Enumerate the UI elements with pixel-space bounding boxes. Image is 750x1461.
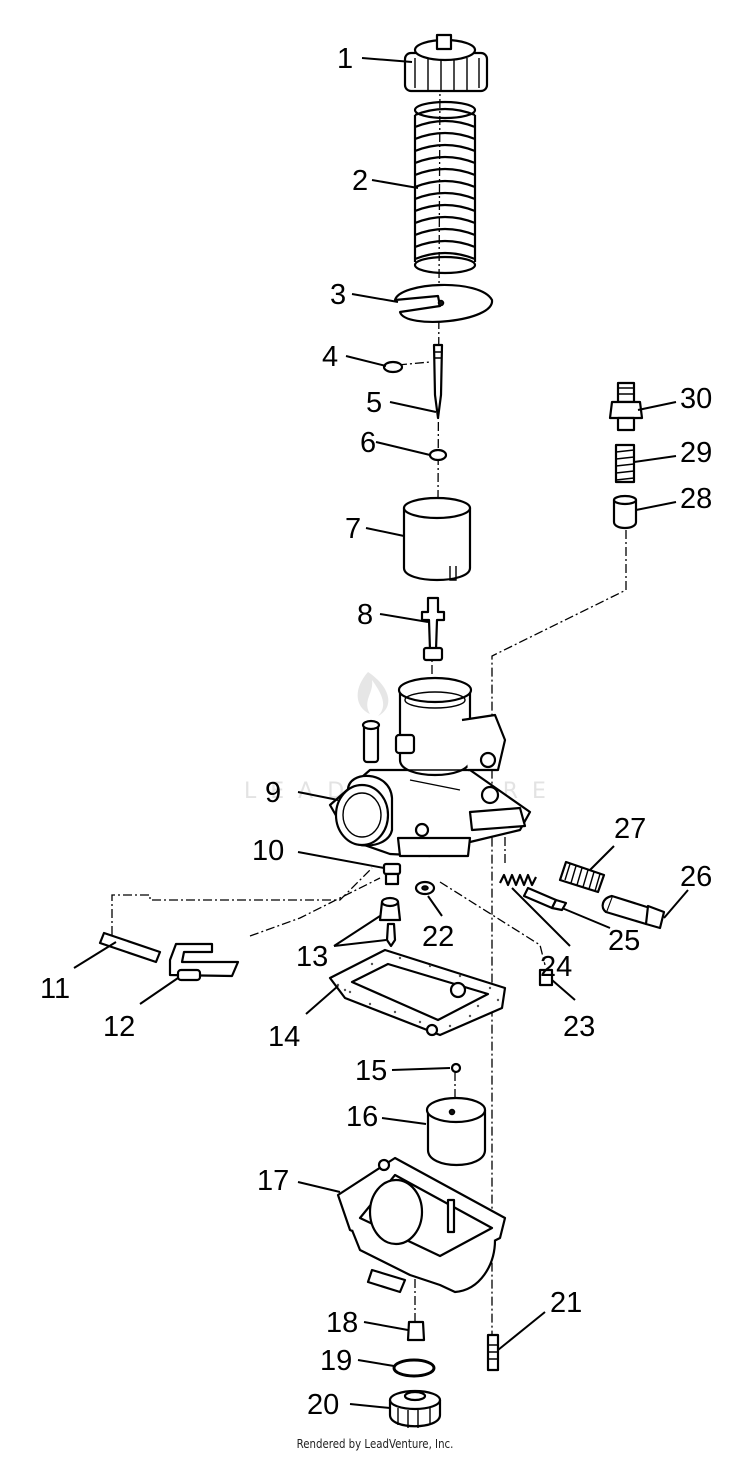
part-21-screw	[486, 1333, 500, 1372]
callout-4: 4	[322, 341, 338, 373]
part-16-float	[425, 1096, 487, 1167]
callout-27: 27	[614, 813, 646, 845]
part-1-cap	[403, 33, 489, 93]
callout-17: 17	[257, 1165, 289, 1197]
part-29-spring	[614, 443, 636, 484]
part-27-spring	[558, 860, 606, 894]
callout-22: 22	[422, 921, 454, 953]
leader-lines	[73, 57, 689, 1409]
callout-16: 16	[346, 1101, 378, 1133]
callout-23: 23	[563, 1011, 595, 1043]
part-26-idle-screw	[601, 894, 666, 930]
part-11-float	[98, 931, 162, 964]
callout-7: 7	[345, 513, 361, 545]
part-20-drain-plug	[388, 1389, 442, 1428]
part-15-ball	[450, 1062, 462, 1074]
part-17-float-bowl	[336, 1156, 507, 1294]
callout-30: 30	[680, 383, 712, 415]
part-5-needle	[432, 343, 444, 420]
callout-18: 18	[326, 1307, 358, 1339]
rendered-by-footer: Rendered by LeadVenture, Inc.	[296, 1437, 454, 1451]
part-30-cable-adjuster	[608, 381, 644, 432]
callout-15: 15	[355, 1055, 387, 1087]
part-12-float-pin	[168, 942, 240, 982]
callout-29: 29	[680, 437, 712, 469]
part-6-washer	[428, 448, 448, 462]
part-10-pilot-jet	[382, 862, 402, 886]
callout-12: 12	[103, 1011, 135, 1043]
callout-5: 5	[366, 387, 382, 419]
callout-19: 19	[320, 1345, 352, 1377]
callout-labels: 1 2 3 4 5 6 7 8 9 10 11 12 13 14 15 16 1…	[40, 43, 712, 1421]
callout-11: 11	[40, 973, 70, 1005]
part-25-pilot-screw	[522, 886, 568, 912]
part-14-gasket	[328, 948, 507, 1037]
callout-3: 3	[330, 279, 346, 311]
part-2-spring	[413, 100, 477, 275]
part-22-washer	[414, 880, 436, 896]
callout-8: 8	[357, 599, 373, 631]
callout-2: 2	[352, 165, 368, 197]
callout-20: 20	[307, 1389, 339, 1421]
part-7-slide	[402, 496, 472, 582]
part-28-fitting	[612, 494, 638, 530]
callout-24: 24	[540, 951, 572, 983]
part-19-o-ring	[392, 1358, 436, 1378]
callout-28: 28	[680, 483, 712, 515]
part-8-needle-jet	[420, 596, 446, 662]
part-18-jet	[406, 1320, 426, 1342]
part-13-main-jet	[378, 896, 402, 948]
callout-26: 26	[680, 861, 712, 893]
callout-25: 25	[608, 925, 640, 957]
callout-13: 13	[296, 941, 328, 973]
callout-14: 14	[268, 1021, 300, 1053]
callout-6: 6	[360, 427, 376, 459]
callout-1: 1	[337, 43, 353, 75]
callout-10: 10	[252, 835, 284, 867]
part-9-carburetor-body	[328, 676, 532, 858]
callout-9: 9	[265, 777, 281, 809]
part-4-clip	[382, 360, 404, 374]
part-23-nut	[538, 968, 554, 987]
callout-21: 21	[550, 1287, 582, 1319]
assembly-lines	[111, 81, 627, 1340]
part-24-spring	[499, 873, 537, 887]
part-3-plate	[393, 283, 494, 323]
